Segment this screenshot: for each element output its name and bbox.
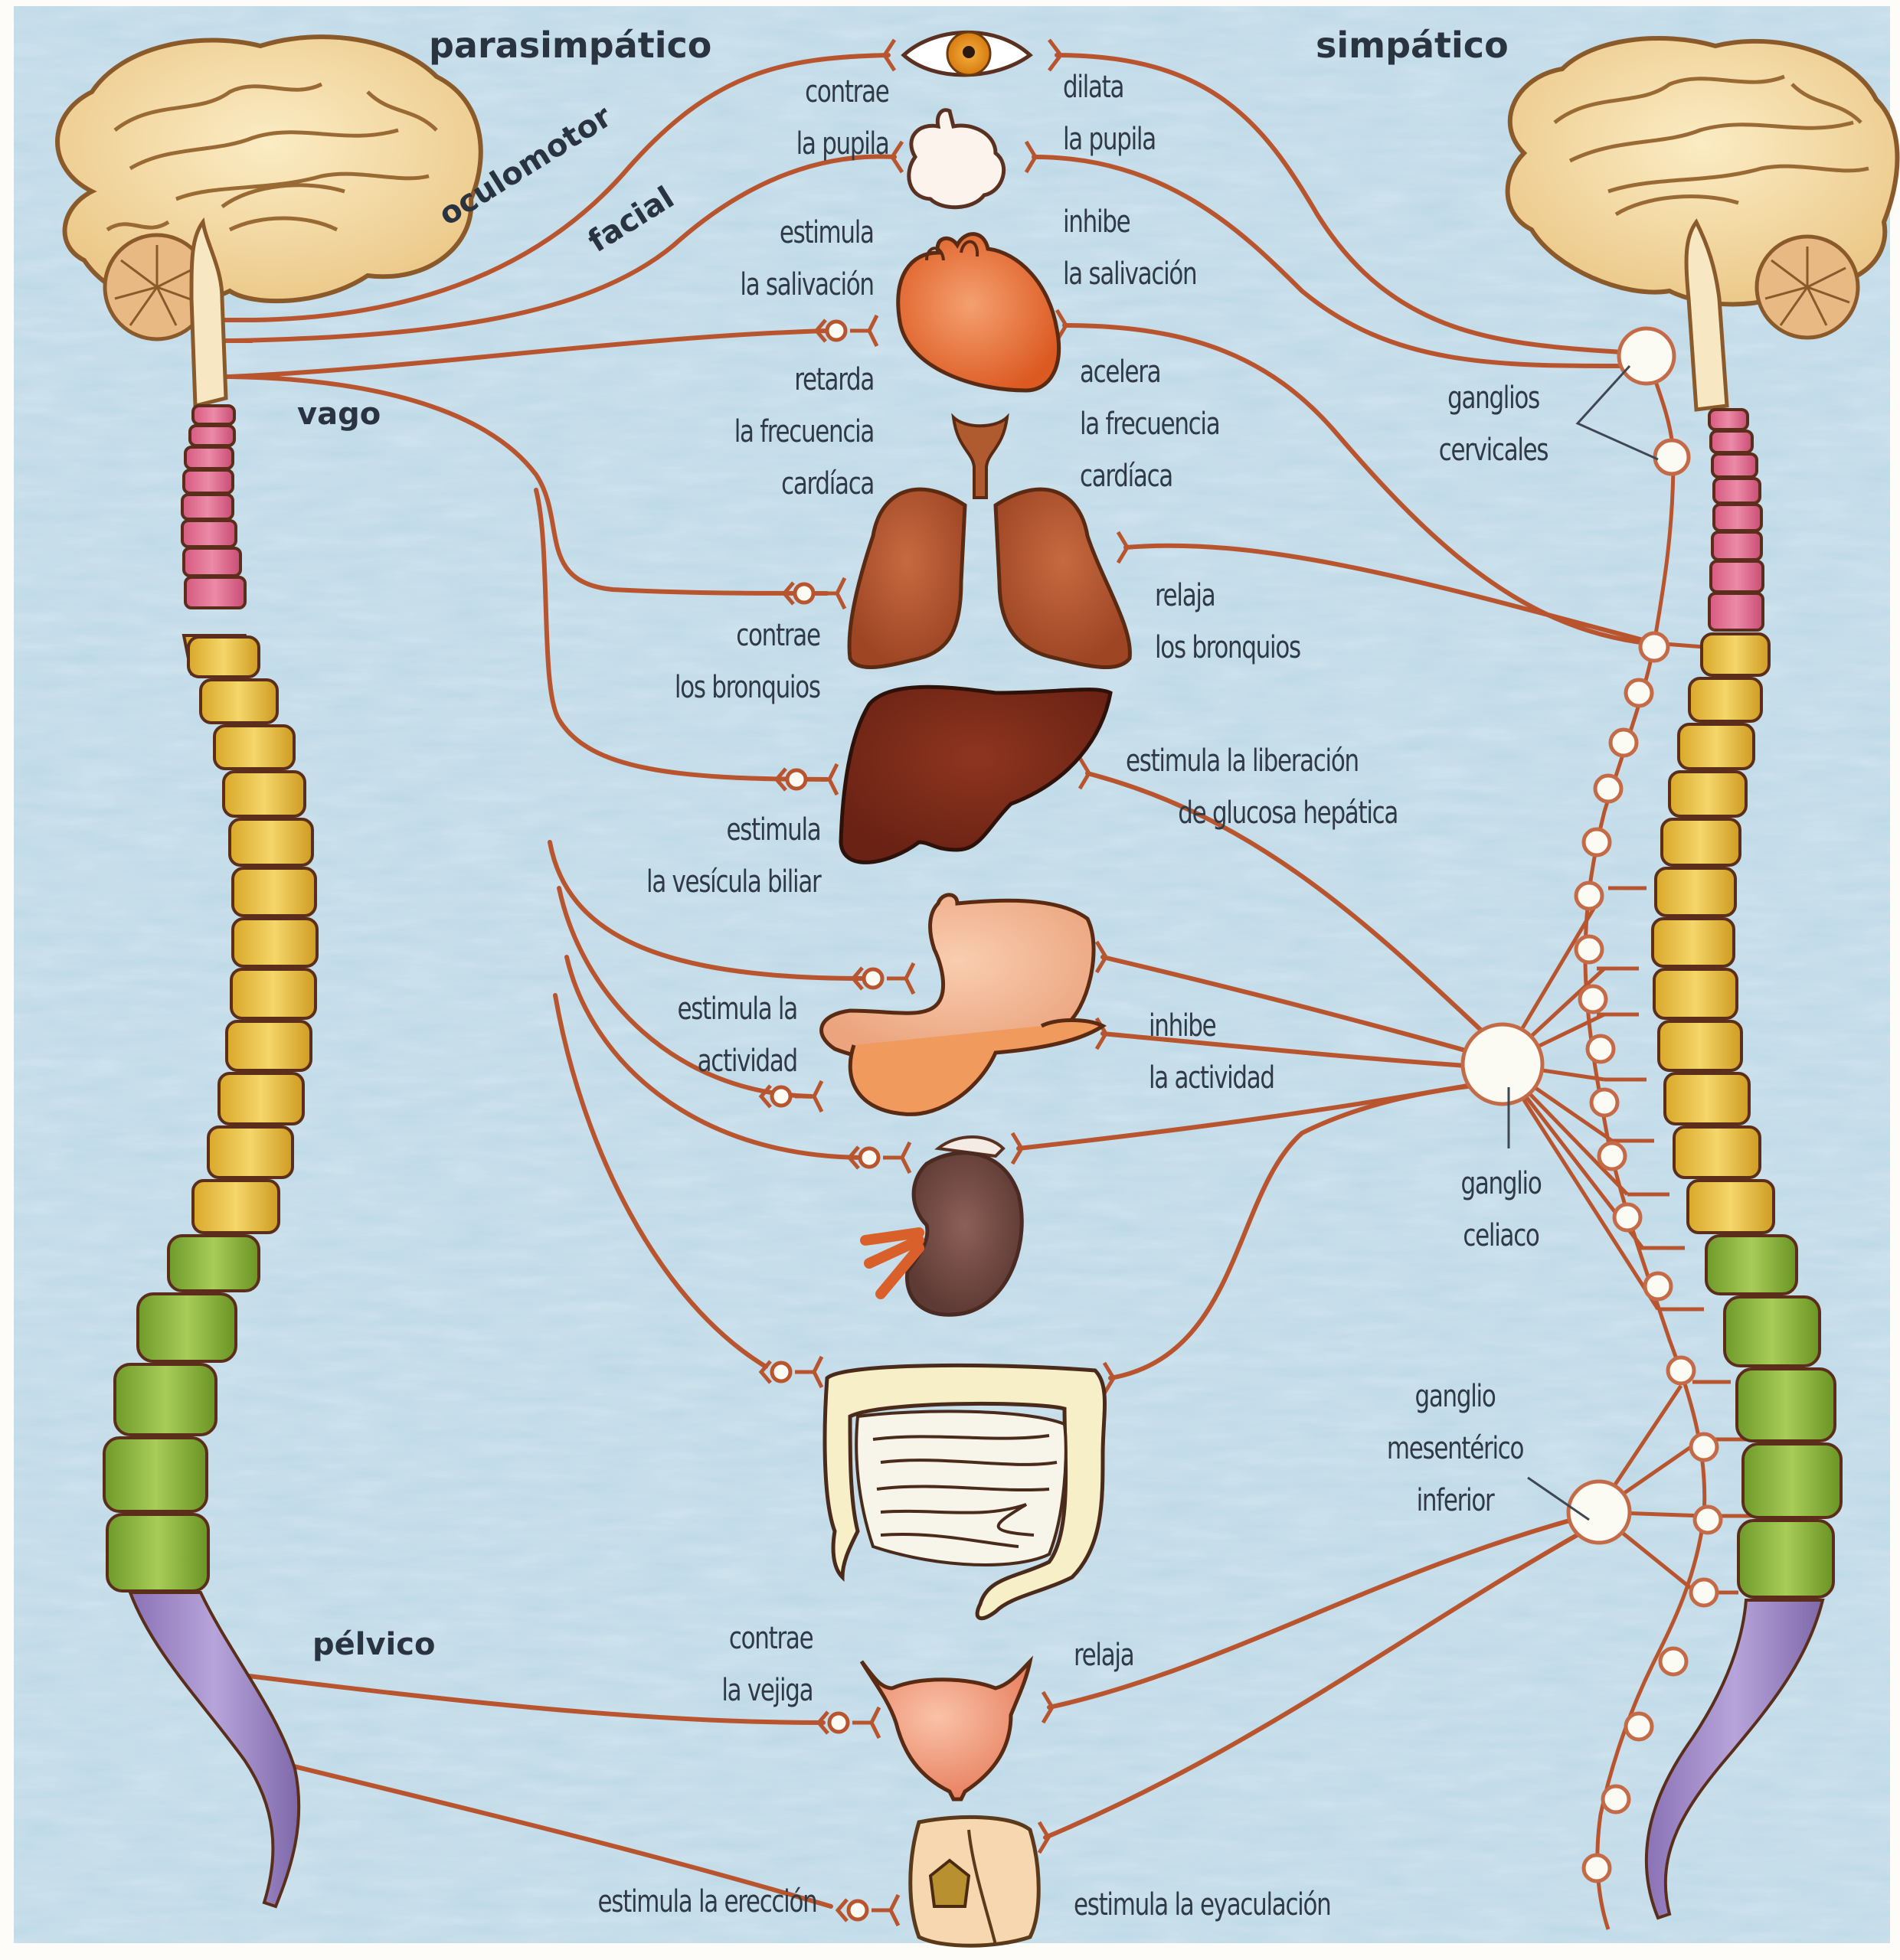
symp-effect-bladder: relaja xyxy=(1074,1638,1135,1673)
renal-vessels xyxy=(860,1227,924,1299)
cervical-ganglia-label: ganglios cervicales xyxy=(1438,381,1549,468)
synapse-intestine xyxy=(758,1355,824,1389)
pelvic-to-bladder xyxy=(189,1667,826,1725)
right-spine xyxy=(1644,408,1843,1920)
para-effect-bladder: contrae la vejiga xyxy=(721,1621,813,1708)
symp-to-stomach xyxy=(1100,955,1503,1063)
para-effect-eye: contrae la pupila xyxy=(796,74,890,162)
para-effect-heart: retarda la frecuencia cardíaca xyxy=(734,362,875,501)
vagus-to-intestine xyxy=(553,993,768,1369)
parasympathetic-nerves xyxy=(189,53,897,1909)
oculomotor-nerve xyxy=(231,53,891,323)
synapse-bladder xyxy=(816,1706,881,1740)
symp-to-liver xyxy=(1085,771,1503,1051)
symp-effect-salivary: inhibe la salivación xyxy=(1063,204,1198,292)
symp-effect-lungs: relaja los bronquios xyxy=(1155,578,1301,665)
celiac-ganglion xyxy=(1460,1022,1545,1106)
synapse-pancreas xyxy=(758,1080,824,1113)
thoracic-vertebrae xyxy=(181,634,319,1234)
symp-to-bladder xyxy=(1047,1510,1603,1710)
symp-effect-liver: estimula la liberación de glucosa hepáti… xyxy=(1126,743,1398,831)
leader-lines xyxy=(1507,364,1659,1521)
vagus-to-liver xyxy=(534,488,829,782)
symp-effect-eye: dilata la pupila xyxy=(1063,70,1156,157)
right-brain xyxy=(1505,36,1900,412)
vagus-to-pancreas xyxy=(557,886,814,1099)
synapse-genitals xyxy=(835,1893,901,1927)
parasympathetic-synapses xyxy=(758,314,916,1927)
superior-cervical-ganglion xyxy=(1617,326,1676,386)
symp-effect-stomach: inhibe la actividad xyxy=(1149,1008,1275,1096)
vagus-to-heart xyxy=(227,328,829,379)
sympathetic-nerves xyxy=(1016,53,1656,1840)
pelvic-to-genitals xyxy=(270,1759,833,1909)
liver-icon xyxy=(839,684,1113,864)
salivary-gland-icon xyxy=(907,108,1006,210)
stomach-icon xyxy=(819,893,1107,1116)
sympathetic-chain-ganglia xyxy=(1460,326,1723,1883)
symp-to-salivary xyxy=(1032,155,1633,369)
middle-cervical-ganglion xyxy=(1653,438,1691,476)
parasympathetic-title: parasimpático xyxy=(429,24,712,66)
symp-to-pancreas xyxy=(1100,1031,1503,1070)
cervical-vertebrae xyxy=(181,404,247,609)
symp-to-lungs xyxy=(1123,543,1656,645)
heart-icon xyxy=(896,232,1061,393)
bladder-icon xyxy=(859,1655,1034,1802)
synapse-stomach xyxy=(850,962,916,995)
adrenal-gland xyxy=(934,1135,1006,1158)
thoracic-vertebrae xyxy=(1651,632,1775,1234)
kidney-icon xyxy=(860,1135,1024,1317)
inferior-mesenteric-ganglion xyxy=(1566,1479,1632,1545)
symp-to-heart xyxy=(1062,323,1649,645)
para-effect-genitals: estimula la erección xyxy=(597,1884,817,1919)
symp-effect-genitals: estimula la eyaculación xyxy=(1074,1887,1332,1922)
left-brain xyxy=(55,34,483,409)
symp-to-genitals xyxy=(1043,1517,1607,1840)
brainstem xyxy=(189,217,228,409)
large-intestine xyxy=(822,1363,1107,1621)
sacrum xyxy=(1644,1599,1825,1920)
pancreas-icon xyxy=(848,1018,1107,1116)
facial-nerve xyxy=(231,154,897,343)
symp-effect-heart: acelera la frecuencia cardíaca xyxy=(1080,354,1221,494)
sympathetic-title: simpático xyxy=(1316,24,1509,66)
symp-to-intestine xyxy=(1108,1081,1503,1380)
cervical-vertebrae xyxy=(1708,408,1764,632)
synapse-heart xyxy=(813,314,879,348)
left-spine xyxy=(103,404,319,1909)
lumbar-vertebrae xyxy=(1705,1234,1843,1599)
symp-to-eye xyxy=(1055,53,1626,354)
brainstem-nerve-roots xyxy=(222,318,253,379)
vagus-nerve-label: vago xyxy=(297,397,381,432)
genitals-icon xyxy=(908,1815,1041,1948)
sympathetic-chain xyxy=(1499,355,1754,1930)
inferior-mesenteric-ganglion-label: ganglio mesentérico inferior xyxy=(1386,1379,1525,1518)
para-effect-lungs: contrae los bronquios xyxy=(675,618,821,705)
synapse-kidney xyxy=(846,1141,912,1174)
eye-icon xyxy=(901,30,1033,77)
intestines-icon xyxy=(822,1363,1107,1621)
vagus-to-lungs xyxy=(227,374,829,596)
celiac-ganglion-label: ganglio celiaco xyxy=(1460,1166,1542,1253)
lumbar-vertebrae xyxy=(103,1234,260,1592)
para-effect-liver: estimula la vesícula biliar xyxy=(646,812,822,900)
pelvic-nerve-label: pélvico xyxy=(312,1627,436,1662)
lungs-icon xyxy=(847,413,1132,669)
nerve-terminals xyxy=(873,38,1130,1854)
synapse-liver xyxy=(773,763,839,796)
synapse-lungs xyxy=(781,577,847,610)
para-effect-salivary: estimula la salivación xyxy=(740,215,875,302)
brainstem xyxy=(1684,218,1729,412)
vagus-to-stomach xyxy=(548,840,864,981)
vagus-to-kidney xyxy=(564,955,864,1160)
sacrum xyxy=(128,1591,301,1909)
trachea xyxy=(951,413,1009,499)
para-effect-stomach: estimula la actividad xyxy=(677,991,799,1079)
